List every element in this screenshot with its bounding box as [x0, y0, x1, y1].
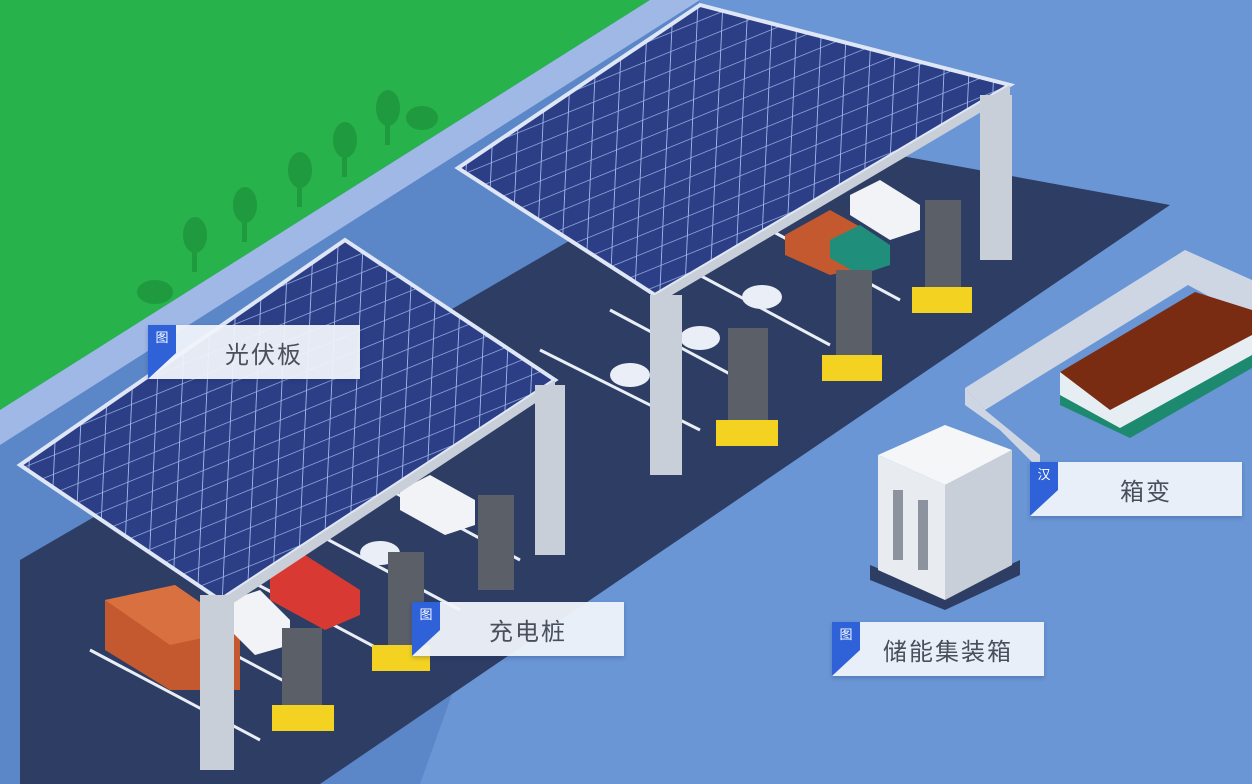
charging-pile-label-text: 充电桩	[489, 617, 567, 646]
transformer-compound	[965, 250, 1252, 470]
pv-panel-label-text: 光伏板	[225, 340, 303, 369]
label-tag-icon: 图	[412, 602, 440, 656]
label-tag-icon: 图	[832, 622, 860, 676]
vehicle-green-car	[830, 225, 890, 275]
storage-container-label-text: 储能集装箱	[883, 637, 1013, 666]
transformer-label-text: 箱变	[1120, 477, 1172, 506]
tree-row	[137, 90, 438, 304]
charging-pile-label: 图 充电桩	[412, 602, 624, 656]
transformer-label: 汉 箱变	[1030, 462, 1242, 516]
label-tag-icon: 图	[148, 325, 176, 379]
parking-markers	[360, 285, 782, 565]
pv-panel-label: 图 光伏板	[148, 325, 360, 379]
vehicle-white-car	[400, 475, 475, 535]
parking-pavement	[20, 130, 1170, 784]
vehicle-red-car	[270, 555, 360, 630]
storage-container	[870, 425, 1020, 610]
vehicle-white-car-3	[850, 180, 920, 240]
storage-container-label: 图 储能集装箱	[832, 622, 1044, 676]
solar-canopy-right	[454, 2, 1016, 475]
solar-canopy-left	[16, 237, 565, 770]
label-tag-icon: 汉	[1030, 462, 1058, 516]
vehicle-white-car-2	[230, 590, 290, 655]
